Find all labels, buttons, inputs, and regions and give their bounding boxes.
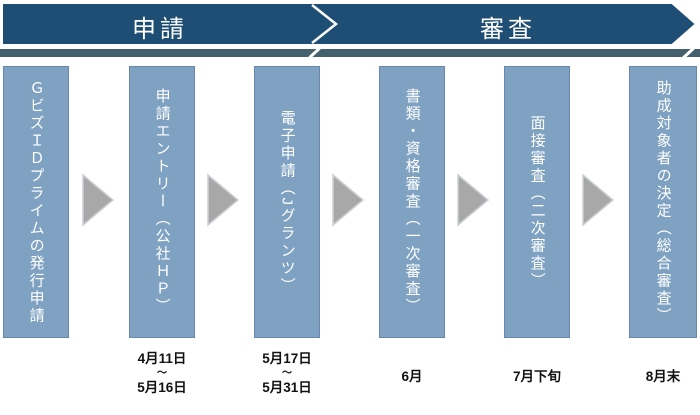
step-label: 書類・資格審査（一次審査） xyxy=(403,88,421,316)
step-box-gbizid: ＧビズＩＤプライムの発行申請 xyxy=(3,66,69,338)
flow-arrow-icon xyxy=(332,173,365,227)
step-schedule-interview-screening: 7月下旬 xyxy=(482,351,592,385)
step-box-esubmission: 電子申請（Jグランツ） xyxy=(254,66,320,338)
schedule-line: 6月 xyxy=(401,369,423,384)
flow-arrow-icon xyxy=(582,173,615,227)
phase-banner xyxy=(1,2,698,46)
schedule-tilde: ～ xyxy=(157,368,167,379)
step-box-entry: 申請エントリー（公社ＨＰ） xyxy=(129,66,195,338)
phase-divider-chevron-icon xyxy=(311,4,339,44)
phase-label-application: 申請 xyxy=(132,16,188,43)
step-schedule-document-screening: 6月 xyxy=(357,351,467,385)
schedule-line: 5月31日 xyxy=(262,380,312,395)
step-schedule-grant-decision: 8月末 xyxy=(608,351,700,385)
step-box-grant-decision: 助成対象者の決定（総合審査） xyxy=(629,66,697,338)
flow-arrow-icon xyxy=(457,173,490,227)
flow-arrow-icon xyxy=(207,173,240,227)
schedule-tilde: ～ xyxy=(282,368,292,379)
phase-label-screening: 審査 xyxy=(480,16,536,43)
step-box-document-screening: 書類・資格審査（一次審査） xyxy=(379,66,445,338)
step-schedule-entry: 4月11日 ～ 5月16日 xyxy=(107,351,217,396)
step-label: 助成対象者の決定（総合審査） xyxy=(654,79,672,325)
phase-banner-shape xyxy=(1,2,698,46)
step-label: ＧビズＩＤプライムの発行申請 xyxy=(27,79,45,325)
step-label: 申請エントリー（公社ＨＰ） xyxy=(153,88,171,316)
step-box-interview-screening: 面接審査（二次審査） xyxy=(504,66,570,338)
schedule-line: 5月17日 xyxy=(262,351,312,366)
flow-arrow-icon xyxy=(82,173,115,227)
step-schedule-esubmission: 5月17日 ～ 5月31日 xyxy=(232,351,342,396)
schedule-line: 5月16日 xyxy=(137,380,187,395)
timeline-strip xyxy=(0,49,700,57)
schedule-line: 8月末 xyxy=(645,369,681,384)
step-label: 面接審査（二次審査） xyxy=(528,114,546,290)
schedule-line: 7月下旬 xyxy=(512,369,561,384)
step-label: 電子申請（Jグランツ） xyxy=(278,109,296,295)
schedule-line: 4月11日 xyxy=(137,351,187,366)
